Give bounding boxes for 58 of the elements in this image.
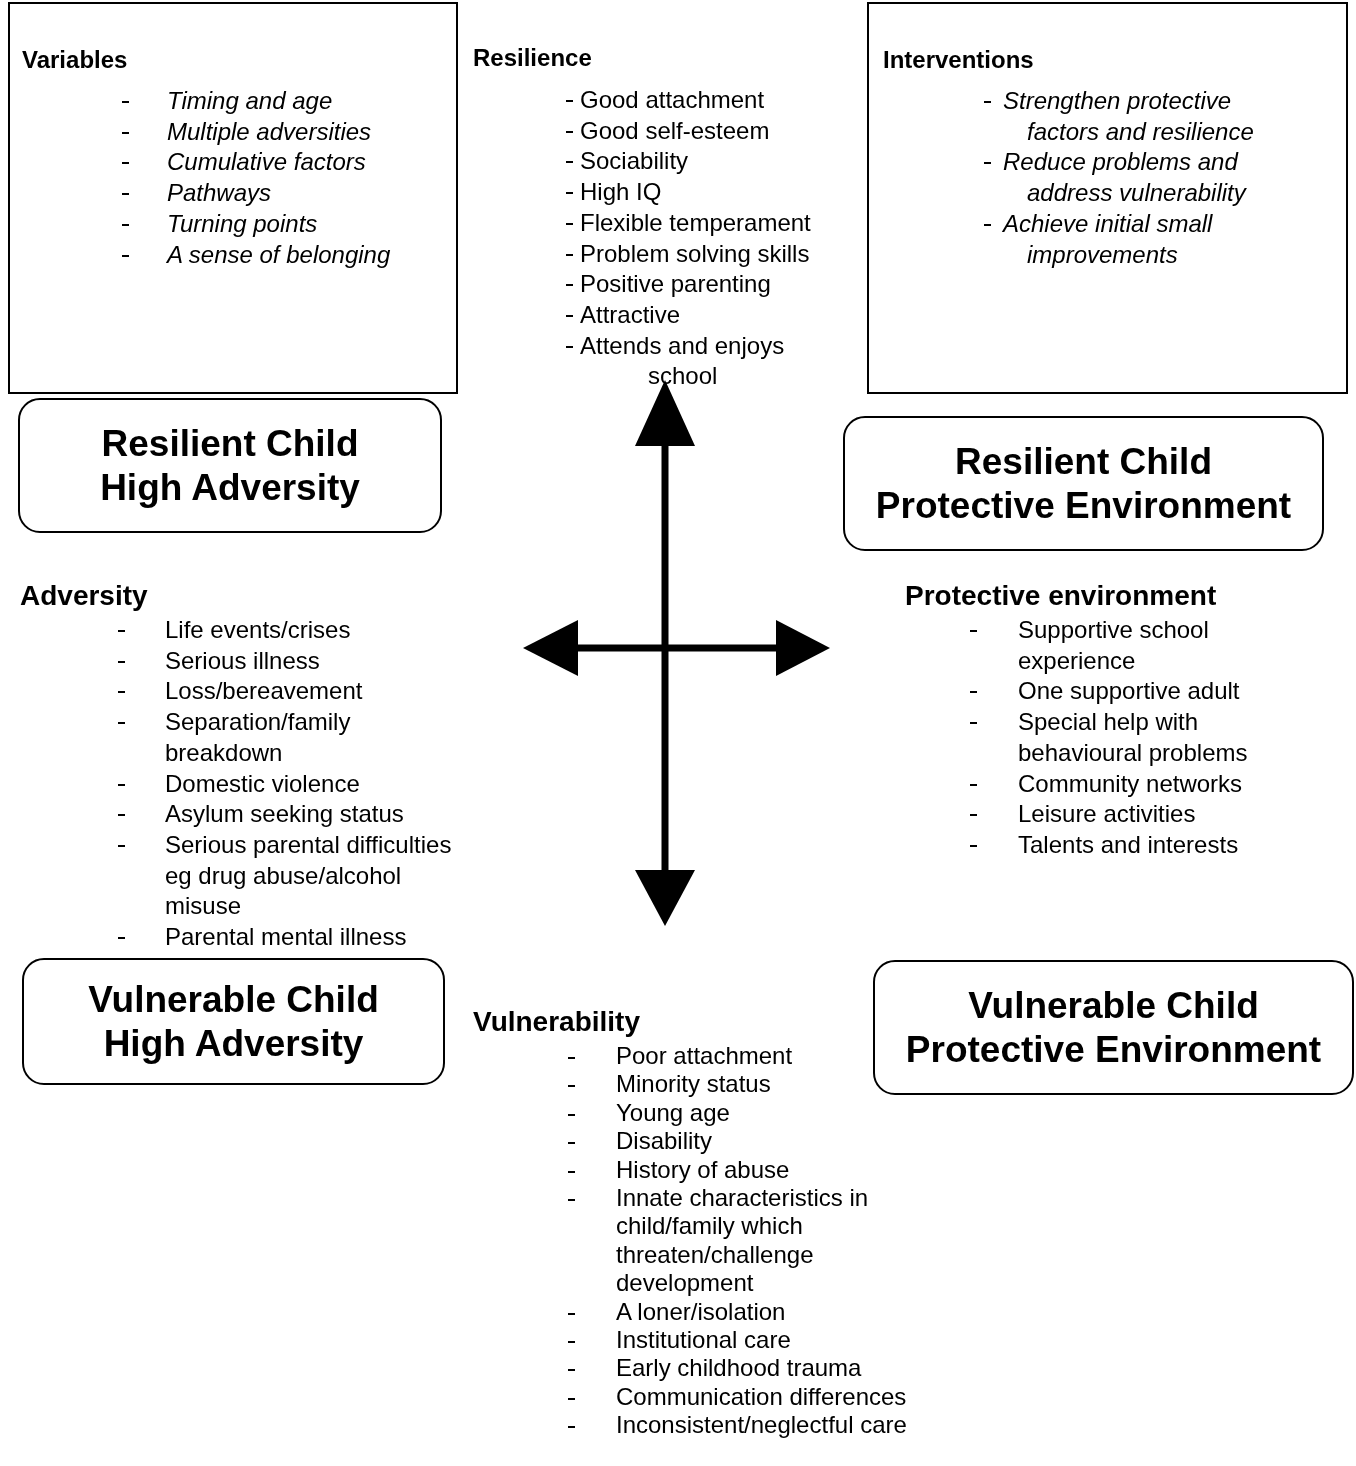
list-item: A loner/isolation — [616, 1297, 787, 1327]
list-item: Separation/family breakdown — [165, 707, 352, 768]
list-item: Community networks — [1018, 768, 1244, 799]
box-title: Resilient Child High Adversity — [99, 421, 361, 510]
section-heading: Adversity — [20, 580, 148, 611]
list-item: Cumulative factors — [167, 147, 367, 178]
box-title: Vulnerable Child High Adversity — [87, 977, 380, 1066]
list-item: Multiple adversities — [167, 116, 373, 147]
list-item: A sense of belonging — [167, 239, 392, 270]
rounded-box — [18, 398, 442, 533]
section-heading: Vulnerability — [473, 1006, 640, 1037]
list-item: Parental mental illness — [165, 922, 408, 953]
list-item: Leisure activities — [1018, 799, 1197, 830]
list-item: Problem solving skills — [580, 238, 811, 269]
list-item: Special help with behavioural problems — [1018, 707, 1249, 768]
list-item: Innate characteristics in child/family which threaten/challenge development — [616, 1184, 870, 1298]
list-item: Supportive school experience — [1018, 615, 1210, 676]
list-item: Timing and age — [167, 86, 334, 116]
list-item: History of abuse — [616, 1155, 791, 1185]
box-heading: Interventions — [883, 45, 1034, 75]
text-box — [8, 2, 458, 394]
list-item: Good self-esteem — [580, 115, 771, 146]
list-item: Pathways — [167, 178, 273, 209]
list-item: Flexible temperament — [580, 207, 812, 238]
list-item: Asylum seeking status — [165, 799, 405, 830]
list-item: Attractive — [580, 299, 682, 330]
list-item: Life events/crises — [165, 615, 352, 645]
list-item: Achieve initial small improvements — [1003, 208, 1214, 270]
list-item: Communication differences — [616, 1382, 908, 1412]
list-item: Loss/bereavement — [165, 676, 364, 707]
box-title: Vulnerable Child Protective Environment — [904, 983, 1323, 1072]
list-item: Minority status — [616, 1070, 772, 1099]
list-item: Sociability — [580, 146, 690, 177]
list-item: Early childhood trauma — [616, 1354, 863, 1383]
list-item: Serious parental difficulties eg drug abuse/alcohol misuse — [165, 829, 453, 922]
section-heading: Resilience — [473, 43, 592, 73]
section-heading: Protective environment — [905, 580, 1217, 611]
list-item: High IQ — [580, 177, 663, 208]
box-heading: Variables — [22, 45, 128, 75]
list-item: Institutional care — [616, 1326, 792, 1355]
list-item: Turning points — [167, 208, 319, 239]
text-box — [867, 2, 1348, 394]
list-item: Positive parenting — [580, 269, 772, 300]
list-item: Strengthen protective factors and resilience — [1003, 86, 1255, 147]
list-item: One supportive adult — [1018, 676, 1241, 707]
box-title: Resilient Child Protective Environment — [874, 439, 1293, 528]
list-item: Serious illness — [165, 645, 321, 676]
rounded-box — [22, 958, 445, 1085]
list-item: Domestic violence — [165, 768, 361, 799]
rounded-box — [843, 416, 1324, 551]
list-item: Talents and interests — [1018, 829, 1240, 860]
list-item: Young age — [616, 1098, 731, 1128]
list-item: Attends and enjoys school — [580, 330, 786, 392]
list-item: Disability — [616, 1127, 714, 1156]
list-item: Inconsistent/neglectful care — [616, 1411, 908, 1440]
list-item: Good attachment — [580, 85, 766, 115]
list-item: Reduce problems and address vulnerability — [1003, 147, 1248, 209]
rounded-box — [873, 960, 1354, 1095]
